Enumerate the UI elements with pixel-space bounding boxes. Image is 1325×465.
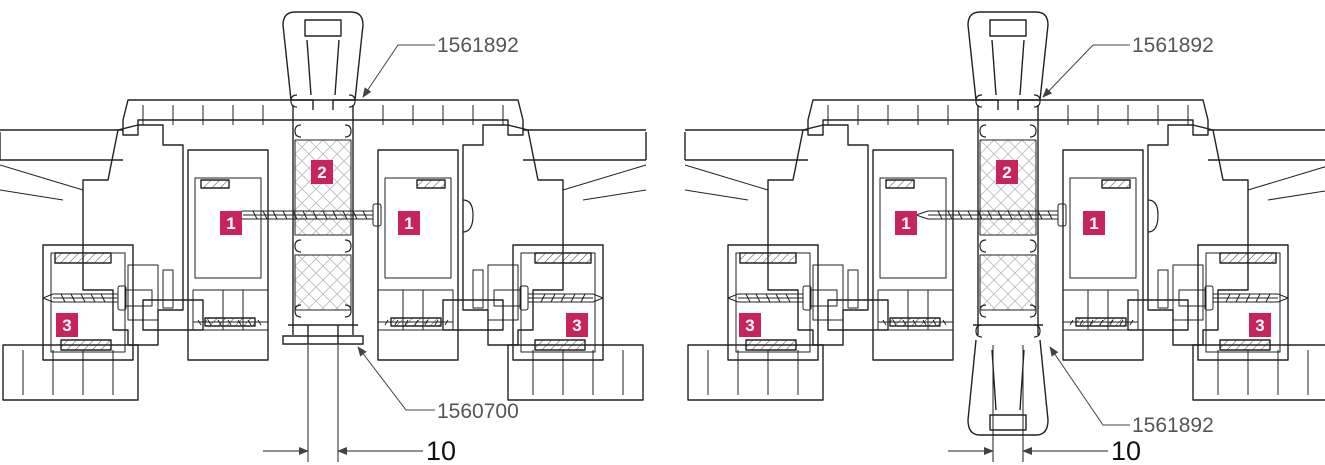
coupler-profile-top-left — [282, 11, 364, 111]
svg-text:3: 3 — [1255, 316, 1264, 335]
coupler-profile-bottom-left — [282, 324, 364, 345]
marker-3-b: 3 — [566, 313, 588, 337]
svg-text:3: 3 — [745, 316, 754, 335]
marker-1-a: 1 — [895, 211, 917, 235]
svg-text:2: 2 — [1002, 163, 1011, 182]
dimension-right — [948, 345, 1108, 462]
marker-2: 2 — [996, 160, 1018, 184]
svg-text:3: 3 — [62, 316, 71, 335]
svg-text:1: 1 — [404, 214, 413, 233]
leader-bottom-left — [357, 346, 435, 411]
svg-text:1: 1 — [1089, 214, 1098, 233]
marker-1-b: 1 — [398, 211, 420, 235]
svg-text:1: 1 — [901, 214, 910, 233]
window-section-left — [0, 99, 647, 401]
svg-text:1: 1 — [226, 214, 235, 233]
marker-1-a: 1 — [220, 211, 242, 235]
marker-2: 2 — [311, 160, 333, 184]
leader-bottom-right — [1049, 346, 1130, 426]
svg-text:3: 3 — [572, 316, 581, 335]
drawing-right: 1 2 1 3 3 1561892 1561892 10 — [684, 11, 1325, 465]
dimension-value-left: 10 — [426, 436, 456, 465]
coupler-profile-bottom-right — [967, 324, 1049, 436]
part-number-top-left: 1561892 — [437, 34, 519, 57]
part-number-top-right: 1561892 — [1132, 34, 1214, 57]
leader-top-left — [362, 44, 435, 98]
dimension-left — [263, 345, 423, 462]
marker-3-a: 3 — [56, 313, 78, 337]
window-section-right — [684, 99, 1325, 401]
leader-top-right — [1042, 44, 1130, 98]
coupler-profile-top-right — [967, 11, 1049, 111]
marker-1-b: 1 — [1083, 211, 1105, 235]
drawing-left: 1 2 1 3 3 1561892 1560700 10 — [0, 11, 647, 465]
marker-3-b: 3 — [1249, 313, 1271, 337]
part-number-bottom-left: 1560700 — [437, 400, 519, 423]
dimension-value-right: 10 — [1111, 436, 1141, 465]
marker-3-a: 3 — [739, 313, 761, 337]
svg-text:2: 2 — [317, 163, 326, 182]
part-number-bottom-right: 1561892 — [1132, 414, 1214, 437]
